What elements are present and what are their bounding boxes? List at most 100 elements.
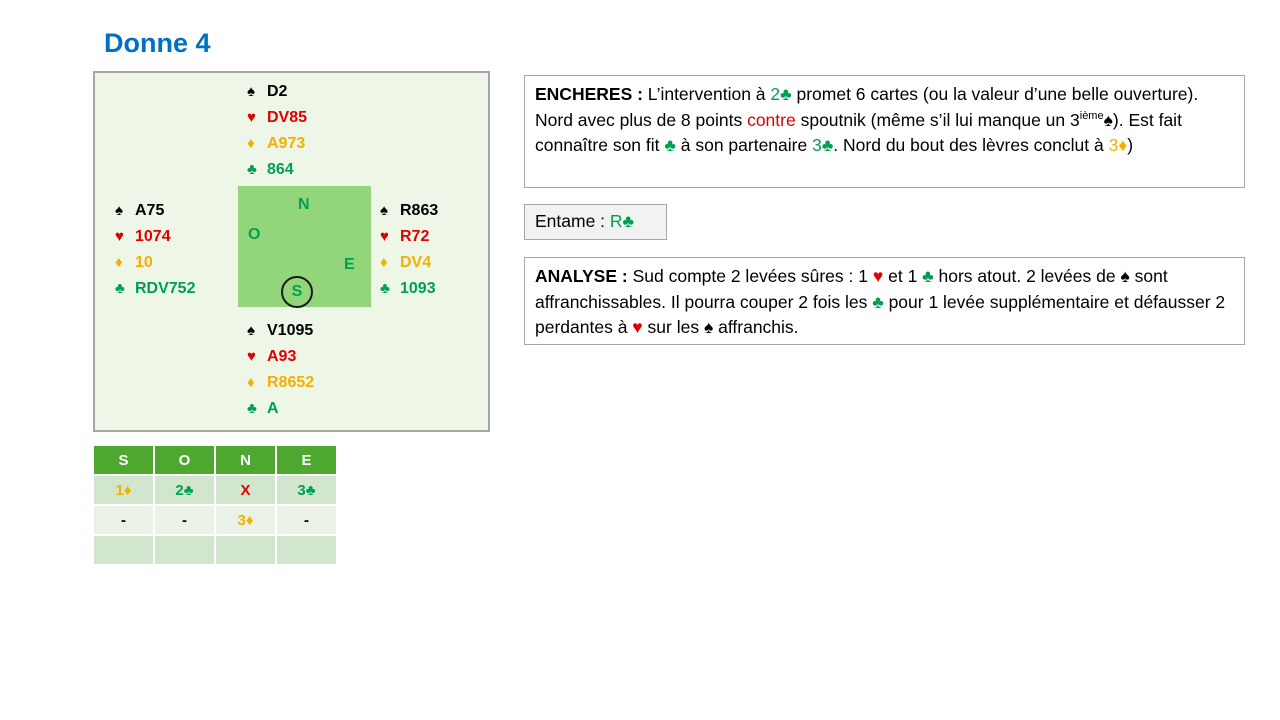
bid-cell: - <box>94 506 153 534</box>
bid-cell <box>155 536 214 564</box>
bid-cell: 2♣ <box>155 476 214 504</box>
west-spades: A75 <box>135 202 165 219</box>
heart-icon: ♥ <box>380 228 389 245</box>
club-icon: ♣ <box>821 135 834 155</box>
opening-lead: Entame : R♣ <box>524 204 667 240</box>
deal-diagram: ♠ D2 ♥ DV85 ♦ A973 ♣ 864 ♠ A75 ♥ 1074 ♦ 10 ♣ RDV… <box>93 71 490 432</box>
bidding-header-west: O <box>155 446 214 474</box>
club-icon: ♣ <box>664 135 676 155</box>
bidding-header-east: E <box>277 446 336 474</box>
analyse-label: ANALYSE : <box>535 266 628 286</box>
east-spades: R863 <box>400 202 439 219</box>
encheres-text-2: promet 6 cartes (ou la valeur d’une bell… <box>535 84 1199 130</box>
diamond-icon: ♦ <box>247 135 255 152</box>
spade-icon: ♠ <box>247 83 255 100</box>
east-diamonds: DV4 <box>400 254 432 271</box>
encheres-bid-3diamond: 3♦ <box>1109 135 1128 155</box>
spade-icon: ♠ <box>703 317 714 337</box>
bidding-commentary: ENCHERES : L’intervention à 2♣ promet 6 … <box>524 75 1245 188</box>
encheres-bid-3club: 3♣ <box>812 135 833 155</box>
south-hand: ♠V1095 ♥A93 ♦R8652 ♣A <box>247 318 314 422</box>
encheres-label: ENCHERES : <box>535 84 643 104</box>
bid-cell: - <box>155 506 214 534</box>
club-icon: ♣ <box>872 291 884 312</box>
south-hearts: A93 <box>267 348 297 365</box>
bid-cell <box>94 536 153 564</box>
west-diamonds: 10 <box>135 254 153 271</box>
encheres-text-1: L’intervention à <box>642 84 771 104</box>
club-icon: ♣ <box>380 280 390 297</box>
bidding-row: - - 3♦ - <box>94 506 336 534</box>
east-clubs: 1093 <box>400 280 436 297</box>
entame-card: R♣ <box>610 211 634 231</box>
bidding-table: S O N E 1♦ 2♣ X 3♣ - - 3♦ - <box>92 444 338 566</box>
bid-cell: 1♦ <box>94 476 153 504</box>
diamond-icon: ♦ <box>1118 135 1128 155</box>
south-clubs: A <box>267 400 279 417</box>
west-hand: ♠ A75 ♥ 1074 ♦ 10 ♣ RDV752 <box>115 198 195 302</box>
diamond-icon: ♦ <box>115 254 123 271</box>
south-diamonds: R8652 <box>267 374 315 391</box>
page-title: Donne 4 <box>104 28 211 58</box>
spade-icon: ♠ <box>1103 109 1113 130</box>
club-icon: ♣ <box>247 161 257 178</box>
analyse-text-3: hors atout. 2 levées de <box>933 266 1121 286</box>
bidding-row <box>94 536 336 564</box>
north-hearts: DV85 <box>267 109 308 126</box>
bidding-header-north: N <box>216 446 275 474</box>
encheres-text-4: ). Est fait connaître son fit <box>535 109 1182 156</box>
bid-cell: 3♣ <box>277 476 336 504</box>
compass-north: N <box>298 196 310 213</box>
encheres-text-5: à son partenaire <box>675 135 813 155</box>
spade-icon: ♠ <box>115 202 123 219</box>
compass-south: S <box>291 283 303 300</box>
club-icon: ♣ <box>922 266 934 286</box>
west-hearts: 1074 <box>135 228 171 245</box>
bidding-header-row: S O N E <box>94 446 336 474</box>
east-hearts: R72 <box>400 228 430 245</box>
club-icon: ♣ <box>622 211 635 231</box>
bid-level: 2 <box>770 84 781 104</box>
bid-cell <box>277 536 336 564</box>
compass-table: N O E S <box>238 186 371 308</box>
heart-icon: ♥ <box>247 109 256 126</box>
bid-cell: - <box>277 506 336 534</box>
analyse-text-4: sont affranchissables. Il pourra couper … <box>535 266 1168 312</box>
club-icon: ♣ <box>780 84 792 104</box>
spade-icon: ♠ <box>380 202 388 219</box>
encheres-bid-2club: 2♣ <box>770 84 791 104</box>
bid-level: 3 <box>812 135 822 155</box>
south-spades: V1095 <box>267 322 314 339</box>
club-icon: ♣ <box>115 280 125 297</box>
entame-rank: R <box>609 211 623 231</box>
diamond-icon: ♦ <box>380 254 388 271</box>
analyse-text-1: Sud compte 2 levées sûres : 1 <box>627 266 873 286</box>
encheres-sup: ième <box>1079 109 1104 122</box>
compass-south-dealer: S <box>281 276 313 308</box>
heart-icon: ♥ <box>115 228 124 245</box>
heart-icon: ♥ <box>872 266 884 286</box>
east-hand: ♠ R863 ♥ R72 ♦ DV4 ♣ 1093 <box>380 198 438 302</box>
west-clubs: RDV752 <box>135 280 196 297</box>
diamond-icon: ♦ <box>247 374 255 391</box>
heart-icon: ♥ <box>247 348 256 365</box>
bid-level: 3 <box>1108 135 1119 155</box>
north-hand: ♠ D2 ♥ DV85 ♦ A973 ♣ 864 <box>247 79 307 183</box>
spade-icon: ♠ <box>1120 266 1130 286</box>
north-clubs: 864 <box>267 161 294 178</box>
encheres-text-6: . Nord du bout des lèvres conclut à <box>833 135 1109 155</box>
bidding-header-south: S <box>94 446 153 474</box>
bid-cell <box>216 536 275 564</box>
north-diamonds: A973 <box>267 135 306 152</box>
encheres-text-7: ) <box>1127 135 1134 155</box>
analyse-text-2: et 1 <box>883 266 923 286</box>
analysis-commentary: ANALYSE : Sud compte 2 levées sûres : 1 … <box>524 257 1245 345</box>
compass-west: O <box>248 226 261 243</box>
analyse-text-5: pour 1 levée supplémentaire et défausser… <box>535 291 1226 338</box>
entame-label: Entame : <box>535 211 610 231</box>
encheres-text-3: spoutnik (même s’il lui manque un 3 <box>795 109 1080 130</box>
compass-east: E <box>344 256 355 273</box>
bid-cell: X <box>216 476 275 504</box>
heart-icon: ♥ <box>632 317 643 337</box>
north-spades: D2 <box>267 83 288 100</box>
